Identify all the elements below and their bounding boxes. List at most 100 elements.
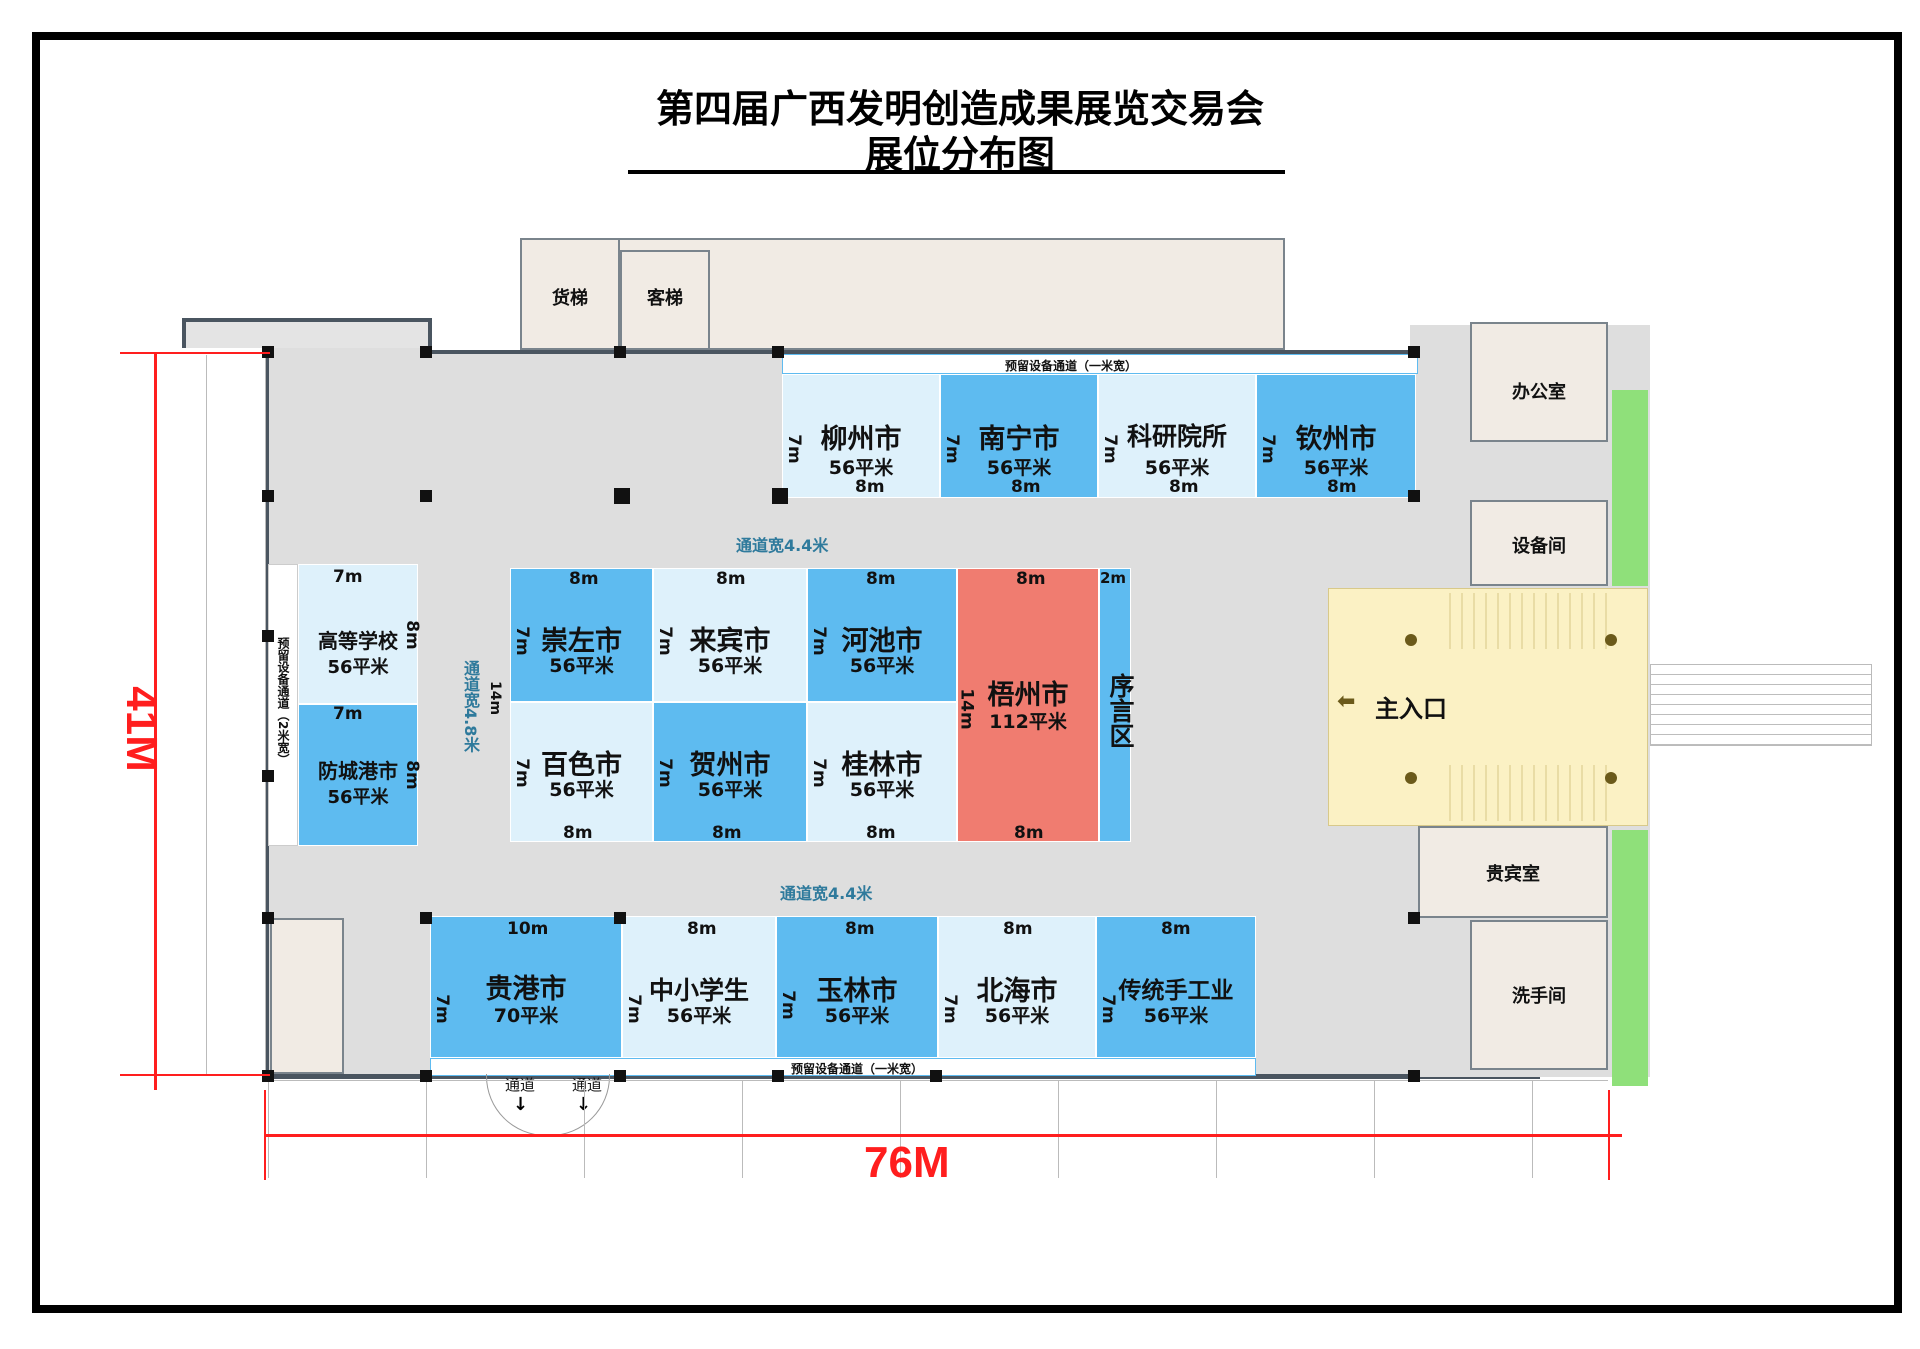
- reserved-channel-bottom: 预留设备通道（一米宽）: [430, 1058, 1256, 1076]
- booth-width-dim: 10m: [507, 919, 549, 939]
- outer-wall-top-left: [182, 318, 432, 348]
- booth-nanning[interactable]: 南宁市 56平米 7m 8m: [940, 374, 1098, 498]
- outside-grid: [268, 1080, 1608, 1178]
- aisle-left-dim: 14m: [487, 680, 504, 716]
- booth-width-dim: 8m: [1169, 477, 1199, 497]
- width-dimension-tick-left: [264, 1090, 266, 1180]
- main-entrance-area[interactable]: ⬅ 主入口: [1328, 588, 1648, 826]
- booth-beihai[interactable]: 8m 北海市 56平米 7m: [938, 916, 1096, 1058]
- vip-room-label: 贵宾室: [1486, 864, 1540, 885]
- booth-height-dim: 8m: [401, 620, 422, 650]
- column: [1408, 912, 1420, 924]
- booth-height-dim: 7m: [777, 990, 798, 1020]
- column: [1408, 346, 1420, 358]
- booth-height-dim: 7m: [808, 758, 829, 788]
- booth-width-dim: 2m: [1100, 569, 1127, 587]
- booth-name: 来宾市: [689, 626, 771, 657]
- booth-height-dim: 7m: [654, 626, 675, 656]
- booth-height-dim: 14m: [956, 688, 977, 730]
- column: [262, 912, 274, 924]
- title-line-2: 展位分布图: [864, 133, 1055, 177]
- column: [420, 490, 432, 502]
- passenger-elevator-room: 客梯: [620, 250, 710, 350]
- green-strip-bottom: [1612, 830, 1648, 1086]
- booth-width-dim: 8m: [1014, 823, 1044, 843]
- booth-hezhou[interactable]: 贺州市 56平米 7m 8m: [653, 702, 807, 843]
- booth-width-dim: 8m: [569, 569, 599, 589]
- booth-width-dim: 8m: [866, 569, 896, 589]
- passenger-elevator-label: 客梯: [647, 288, 683, 309]
- booth-name: 贵港市: [485, 974, 567, 1005]
- column: [930, 1070, 942, 1082]
- booth-height-dim: 7m: [783, 434, 804, 464]
- booth-area: 70平米: [493, 1005, 559, 1027]
- column: [420, 1070, 432, 1082]
- booth-name: 崇左市: [541, 626, 622, 657]
- booth-name: 百色市: [541, 750, 622, 781]
- booth-traditional-handicraft[interactable]: 8m 传统手工业 56平米 7m: [1096, 916, 1256, 1058]
- booth-height-dim: 7m: [623, 994, 644, 1024]
- column: [420, 912, 432, 924]
- booth-preface-area[interactable]: 2m 序言区: [1099, 568, 1135, 842]
- outer-wall-left: [264, 350, 269, 1078]
- booth-height-dim: 7m: [1099, 434, 1120, 464]
- booth-name: 科研院所: [1126, 422, 1227, 451]
- washroom-label: 洗手间: [1512, 986, 1566, 1007]
- equipment-room-label: 设备间: [1512, 536, 1566, 557]
- left-outer-corridor: [206, 355, 266, 1075]
- column: [420, 346, 432, 358]
- booth-baise[interactable]: 百色市 56平米 7m 8m: [510, 702, 653, 843]
- column: [262, 770, 274, 782]
- freight-elevator-label: 货梯: [552, 288, 588, 309]
- booth-laibin[interactable]: 8m 来宾市 56平米 7m: [653, 568, 807, 702]
- booth-primary-secondary-students[interactable]: 8m 中小学生 56平米 7m: [622, 916, 776, 1058]
- booth-yulin[interactable]: 8m 玉林市 56平米 7m: [776, 916, 938, 1058]
- booth-width-dim: 8m: [1161, 919, 1191, 939]
- reserved-channel-top-label: 预留设备通道（一米宽）: [1005, 359, 1138, 373]
- booth-area: 56平米: [1144, 457, 1210, 479]
- column: [614, 1070, 626, 1082]
- booth-width-dim: 8m: [716, 569, 746, 589]
- column: [772, 488, 788, 504]
- entrance-arrow-icon: ⬅: [1337, 689, 1356, 714]
- booth-guilin[interactable]: 桂林市 56平米 7m 8m: [807, 702, 957, 843]
- booth-research-institutes[interactable]: 科研院所 56平米 7m 8m: [1098, 374, 1256, 498]
- booth-higher-education[interactable]: 7m 高等学校 56平米 8m: [298, 564, 422, 704]
- booth-qinzhou[interactable]: 钦州市 56平米 7m 8m: [1256, 374, 1416, 498]
- booth-name: 柳州市: [820, 424, 902, 455]
- booth-height-dim: 8m: [401, 760, 422, 790]
- booth-wuzhou[interactable]: 8m 梧州市 112平米 14m 8m: [956, 568, 1099, 843]
- column: [262, 630, 274, 642]
- column: [614, 912, 626, 924]
- booth-height-dim: 7m: [1097, 994, 1118, 1024]
- booth-height-dim: 7m: [808, 626, 829, 656]
- reserved-channel-bottom-label: 预留设备通道（一米宽）: [791, 1062, 924, 1076]
- booth-width-dim: 8m: [855, 477, 885, 497]
- booth-area: 56平米: [549, 655, 614, 677]
- height-dimension-tick-bottom: [120, 1074, 270, 1076]
- booth-liuzhou[interactable]: 柳州市 56平米 7m 8m: [782, 374, 940, 498]
- booth-height-dim: 7m: [511, 758, 532, 788]
- booth-fangchenggang[interactable]: 7m 防城港市 56平米 8m: [298, 704, 422, 846]
- booth-name: 中小学生: [648, 976, 749, 1005]
- booth-name: 传统手工业: [1118, 978, 1234, 1004]
- booth-area: 56平米: [666, 1005, 732, 1027]
- reserved-channel-top: 预留设备通道（一米宽）: [782, 354, 1418, 374]
- office-label: 办公室: [1512, 382, 1566, 403]
- booth-hechi[interactable]: 8m 河池市 56平米 7m: [807, 568, 957, 702]
- booth-area: 112平米: [989, 711, 1067, 733]
- booth-area: 56平米: [327, 787, 389, 808]
- aisle-left-label: 通道宽4.8米: [461, 660, 480, 753]
- booth-name: 梧州市: [987, 680, 1069, 711]
- booth-width-dim: 8m: [1003, 919, 1033, 939]
- column: [614, 346, 626, 358]
- booth-chongzuo[interactable]: 8m 崇左市 56平米 7m: [510, 568, 653, 702]
- booth-area: 56平米: [828, 457, 894, 479]
- booth-name: 南宁市: [978, 424, 1060, 455]
- booth-guigang[interactable]: 10m 贵港市 70平米 7m: [430, 916, 622, 1058]
- booth-area: 56平米: [697, 779, 763, 801]
- booth-height-dim: 7m: [941, 434, 962, 464]
- booth-width-dim: 8m: [687, 919, 717, 939]
- booth-height-dim: 7m: [431, 994, 452, 1024]
- booth-area: 56平米: [1303, 457, 1369, 479]
